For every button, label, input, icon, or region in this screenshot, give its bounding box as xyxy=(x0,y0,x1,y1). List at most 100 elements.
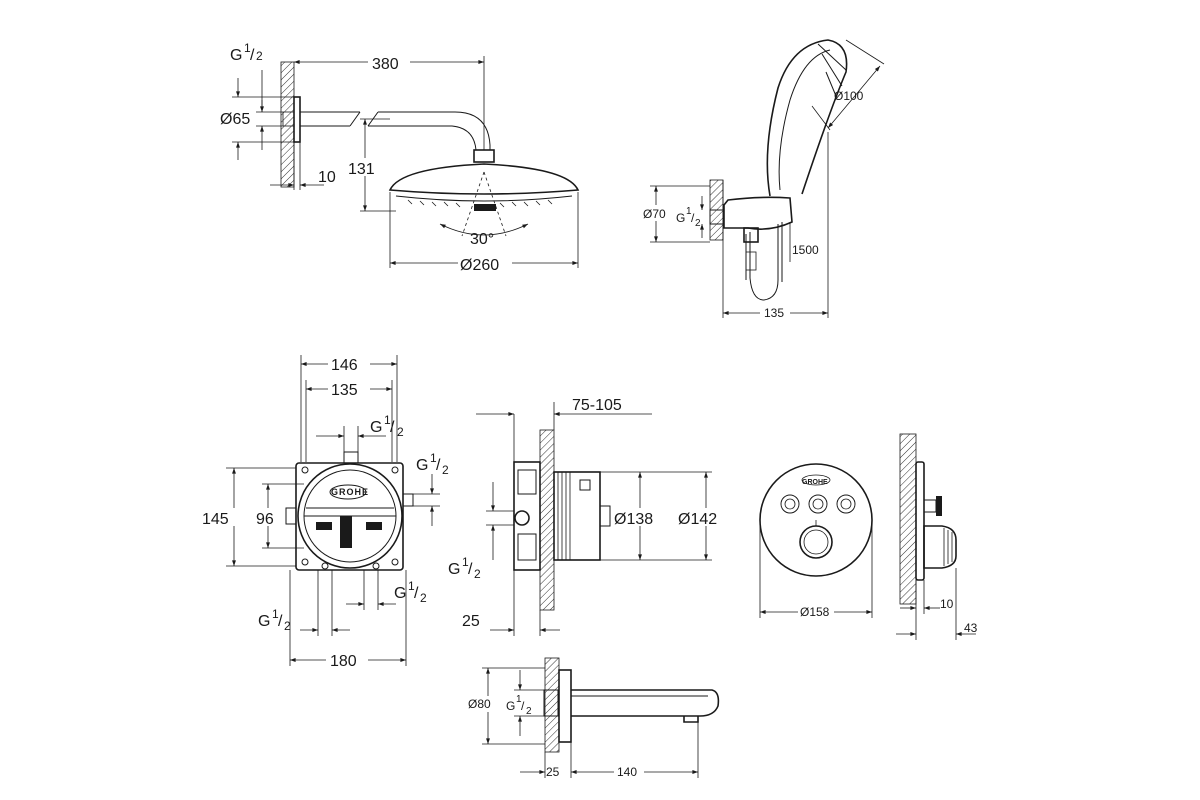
top-connector xyxy=(343,451,359,464)
flange-diameter-label: Ø65 xyxy=(220,111,250,128)
left-connector xyxy=(285,507,297,525)
trim-side-button-cap xyxy=(936,496,942,516)
hand-shower-view: Ø100 1500 Ø70 G 1 / 2 135 xyxy=(642,39,885,320)
drop-height-label: 131 xyxy=(348,161,375,178)
thread-label-num: 1 xyxy=(462,555,469,569)
screw-hole xyxy=(391,466,399,474)
arm-length-label: 380 xyxy=(372,56,399,73)
spout-flange-diameter-label: Ø80 xyxy=(468,697,491,711)
spray-nozzles xyxy=(407,199,553,208)
thread-slash: / xyxy=(414,585,419,602)
thread-slash: / xyxy=(278,613,283,630)
thread-label-den: 2 xyxy=(695,218,701,229)
cartridge-mark xyxy=(366,522,382,530)
cartridge-marks xyxy=(340,516,352,548)
thread-slash: / xyxy=(691,211,695,225)
outlet-diameter-label: Ø70 xyxy=(643,207,666,221)
temperature-knob xyxy=(799,525,833,559)
knob-knurling xyxy=(943,528,953,566)
handle-contour xyxy=(778,49,831,191)
thread-label-num: 1 xyxy=(408,579,415,593)
height-inner-label: 96 xyxy=(256,511,274,528)
thread-label-den: 2 xyxy=(420,591,427,605)
cartridge-mark xyxy=(316,522,332,530)
thread-label-main: G xyxy=(506,699,515,713)
thread-label-num: 1 xyxy=(244,41,251,55)
hand-head-diameter-label: Ø100 xyxy=(834,89,864,103)
hose-length-label: 1500 xyxy=(792,243,819,257)
thread-slash: / xyxy=(468,561,473,578)
shower-head-face xyxy=(395,195,573,202)
side-outlet xyxy=(514,510,530,526)
plate-diameter-label: Ø158 xyxy=(800,605,830,619)
angle-arc xyxy=(439,223,529,236)
spout-flange xyxy=(558,669,572,743)
thread-label-main: G xyxy=(258,613,270,630)
head-shower-view: 30° 380 131 Ø260 Ø65 G 1 / 2 xyxy=(220,41,580,274)
right-connector xyxy=(402,493,414,507)
thread-label-den: 2 xyxy=(442,463,449,477)
screw-hole xyxy=(321,562,329,570)
thread-label-main: G xyxy=(394,585,406,602)
center-nozzle xyxy=(474,204,496,211)
thread-label-num: 1 xyxy=(430,451,437,465)
thread-label-num: 1 xyxy=(686,206,692,217)
hose-ferrule xyxy=(745,251,757,271)
trim-side-knob xyxy=(923,525,957,569)
trim-side-plate xyxy=(915,461,925,581)
shower-arm xyxy=(300,111,360,127)
box-brand-text: GROHE xyxy=(331,487,369,497)
thread-label-den: 2 xyxy=(397,425,404,439)
install-depth-label: 75-105 xyxy=(572,397,622,414)
box-knob xyxy=(599,505,611,527)
box-front-view: GROHE 146 135 G 1 / 2 xyxy=(200,354,449,670)
shower-head-body xyxy=(388,163,580,195)
wall-section xyxy=(539,429,555,611)
thread-connector xyxy=(282,111,295,127)
thread-label-main: G xyxy=(676,211,685,225)
thread-label-den: 2 xyxy=(474,567,481,581)
thread-slash: / xyxy=(436,457,441,474)
dim-head-diameter-line xyxy=(827,65,881,129)
shower-arm-curve xyxy=(368,111,491,151)
thread-label-main: G xyxy=(370,419,382,436)
screw-hole xyxy=(372,562,380,570)
side-connector xyxy=(517,533,537,561)
brand-logo-ellipse xyxy=(329,484,367,500)
dim-ext-line xyxy=(845,39,885,65)
function-button-3-inner xyxy=(840,498,852,510)
spray-angle-label: 30° xyxy=(470,231,494,248)
spout-length-label: 140 xyxy=(617,765,637,779)
outer-diameter-label: Ø142 xyxy=(678,511,717,528)
side-connector xyxy=(517,469,537,495)
trim-depth-large-label: 43 xyxy=(964,621,978,635)
thread-label-den: 2 xyxy=(284,619,291,633)
inner-diameter-label: Ø138 xyxy=(614,511,653,528)
thread-label-num: 1 xyxy=(384,413,391,427)
box-ribs xyxy=(557,472,571,560)
wall-section xyxy=(544,657,560,753)
thread-slash: / xyxy=(250,47,255,64)
box-side-frame xyxy=(513,461,541,571)
thread-label-main: G xyxy=(230,47,242,64)
function-button-2-inner xyxy=(812,498,824,510)
box-detail xyxy=(579,479,591,491)
wall-section xyxy=(899,433,917,605)
screw-hole xyxy=(301,466,309,474)
trim-brand-text: GROHE xyxy=(802,479,828,486)
box-body xyxy=(553,471,601,561)
width-inner-label: 135 xyxy=(331,382,358,399)
arm-nut xyxy=(473,149,495,163)
spout-body xyxy=(571,689,720,717)
height-outer-label: 145 xyxy=(202,511,229,528)
box-side-view: 75-105 Ø138 Ø142 G 1 / 2 25 xyxy=(448,397,732,636)
spout-outlet xyxy=(683,716,699,723)
thread-label-den: 2 xyxy=(256,49,263,63)
head-diameter-label: Ø260 xyxy=(460,257,499,274)
hose-nut xyxy=(743,227,759,243)
thread-label-num: 1 xyxy=(516,694,522,705)
thread-slash: / xyxy=(390,419,395,436)
brand-logo-ellipse xyxy=(801,474,831,486)
